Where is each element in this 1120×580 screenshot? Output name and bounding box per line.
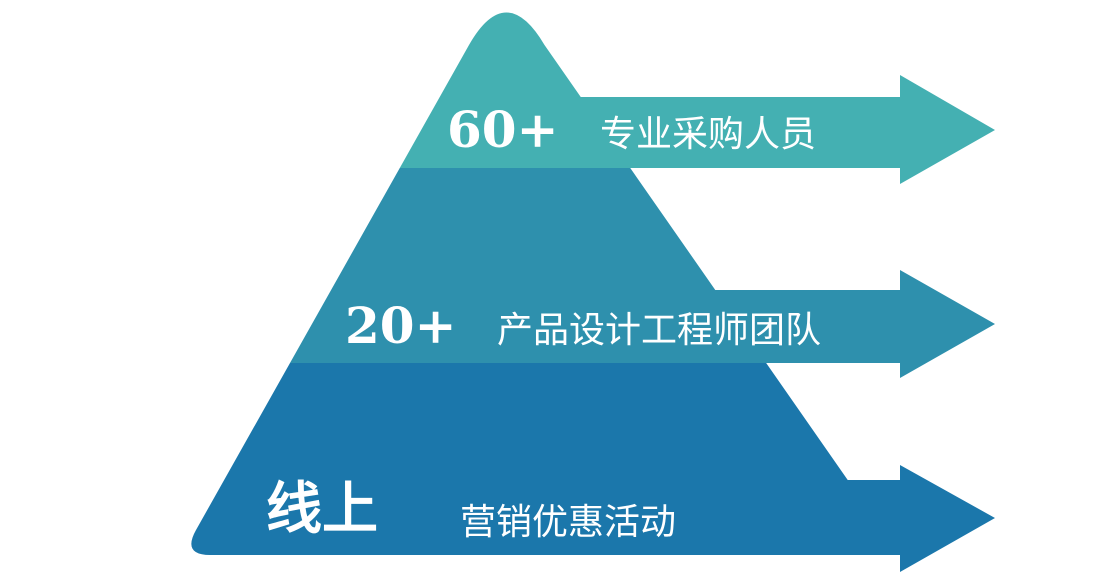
tier-1-highlight: 60+ — [447, 100, 558, 159]
arrow-tier-1 — [560, 75, 995, 184]
arrow-tier-2 — [680, 270, 995, 378]
tier-2-label: 产品设计工程师团队 — [497, 310, 821, 351]
tier-2-highlight: 20+ — [345, 296, 456, 355]
arrow-tier-3 — [790, 465, 995, 572]
tier-3-highlight: 线上 — [266, 476, 378, 542]
tier-3-label: 营销优惠活动 — [460, 502, 676, 543]
tier-1-label: 专业采购人员 — [600, 114, 816, 155]
